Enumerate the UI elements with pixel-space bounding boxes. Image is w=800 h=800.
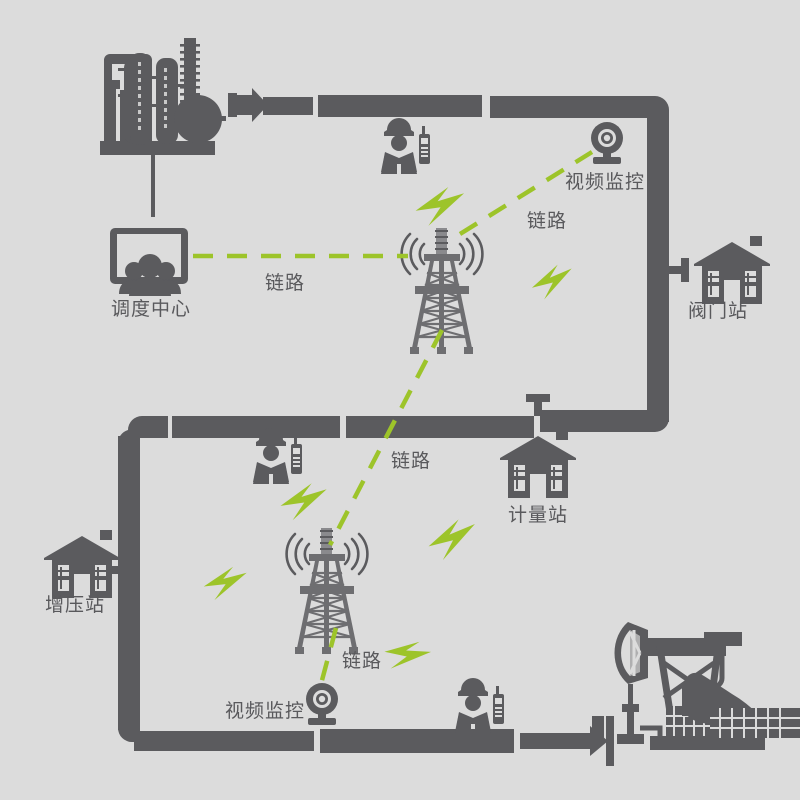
label-metering-station: 计量站 [508,504,569,526]
oil-pumpjack-icon [592,622,800,750]
pipeline-middle [96,394,550,742]
label-link-camera-bottom: 链路 [342,650,383,672]
label-video-surveillance-bottom: 视频监控 [225,700,306,722]
label-video-surveillance-top: 视频监控 [565,171,646,193]
label-link-tower-to-tower: 链路 [391,450,432,472]
link-tower-upper-to-tower-lower [328,328,444,547]
link-tower-lower-to-camera-bottom [318,627,339,685]
label-link-dispatch: 链路 [265,272,306,294]
label-booster-station: 增压站 [45,594,106,616]
label-dispatch-center: 调度中心 [111,298,192,320]
label-valve-station: 阀门站 [688,300,749,322]
dispatch-center-icon [110,228,188,296]
pipeline-top [151,88,689,432]
refinery-icon [100,38,226,155]
link-tower-to-camera-top [458,150,594,236]
label-link-camera-top: 链路 [527,210,568,232]
